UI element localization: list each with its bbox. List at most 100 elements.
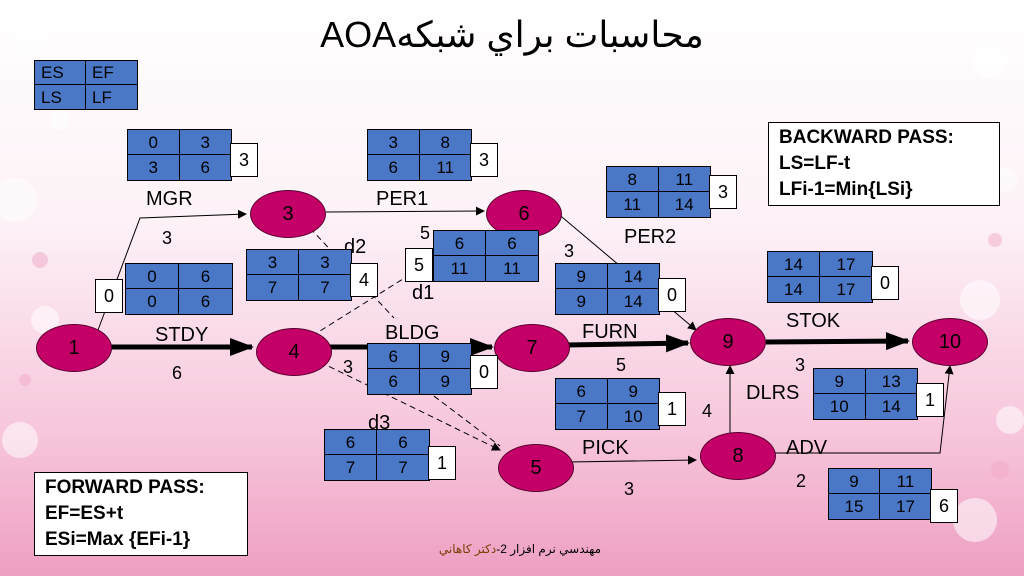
slack-dlrs: 1	[916, 383, 944, 417]
slack-stdy: 0	[95, 279, 123, 313]
duration-mgr: 3	[162, 228, 173, 248]
page-title: محاسبات براي شبكهAOA	[320, 14, 704, 55]
ls-furn: 9	[556, 289, 608, 314]
duration-stok: 3	[795, 355, 806, 375]
es-d3: 6	[325, 430, 377, 455]
slack-adv: 6	[930, 489, 958, 523]
backward-pass-rule-1: LS=LF-t	[779, 153, 851, 174]
node-10: 10	[912, 318, 988, 366]
lf-per1: 11	[436, 158, 455, 177]
edge-bldg-pick	[409, 377, 501, 447]
lf-d2: 7	[320, 278, 330, 297]
ls-dlrs: 10	[814, 394, 866, 419]
slack-per2: 3	[709, 175, 737, 209]
duration-stdy: 6	[172, 363, 183, 383]
lf-furn: 14	[623, 292, 643, 311]
es-per2: 8	[607, 167, 659, 192]
ls-stdy: 0	[126, 289, 179, 314]
forward-pass-note: FORWARD PASS: EF=ES+t ESi=Max {EFi-1}	[34, 472, 248, 556]
footer-course: مهندسي نرم افزار 2-	[496, 542, 602, 556]
ef-pick: 9	[607, 379, 659, 404]
label-d1: d1	[412, 282, 435, 304]
es-dlrs: 9	[814, 369, 866, 394]
duration-per1: 5	[420, 223, 431, 243]
lf-stok: 17	[836, 280, 856, 299]
ls-pick: 7	[556, 404, 608, 429]
label-stdy: STDY	[155, 324, 209, 346]
node-7: 7	[494, 324, 570, 372]
ls-d3: 7	[325, 455, 377, 480]
node-3: 3	[250, 190, 326, 238]
duration-furn: 5	[616, 355, 627, 375]
label-furn: FURN	[582, 321, 638, 343]
lf-pick: 10	[623, 407, 643, 426]
es-adv: 9	[829, 469, 880, 494]
ls-per2: 11	[607, 192, 659, 217]
edge-adv	[764, 365, 954, 454]
ef-mgr: 3	[179, 130, 231, 155]
es-furn: 9	[556, 264, 608, 289]
slack-d3: 1	[428, 446, 456, 480]
lf-d3: 7	[398, 458, 408, 477]
label-dlrs: DLRS	[746, 382, 800, 404]
slack-pick: 1	[658, 392, 686, 426]
ls-adv: 15	[829, 494, 880, 519]
lf-d1: 11	[503, 259, 521, 278]
lf-stdy: 6	[200, 292, 211, 311]
node-9: 9	[690, 318, 766, 366]
ef-furn: 14	[607, 264, 659, 289]
legend-es: ES	[35, 61, 86, 85]
legend-ls: LS	[35, 85, 86, 109]
es-d1: 6	[434, 231, 486, 256]
node-1: 1	[36, 324, 112, 372]
duration-dlrs: 4	[702, 401, 713, 421]
node-5: 5	[498, 444, 574, 492]
node-4: 4	[256, 328, 332, 376]
ef-d2: 3	[299, 250, 351, 275]
ef-dlrs: 13	[865, 369, 917, 394]
ls-mgr: 3	[128, 155, 180, 180]
ls-bldg: 6	[368, 369, 420, 394]
duration-bldg: 3	[343, 357, 354, 377]
lf-dlrs: 14	[881, 397, 901, 416]
lf-mgr: 6	[200, 158, 210, 177]
ls-d2: 7	[247, 275, 299, 300]
ef-per1: 8	[419, 130, 471, 155]
edge-d3	[319, 361, 501, 451]
ef-stok: 17	[820, 252, 872, 277]
footer-text: مهندسي نرم افزار 2-دكتر كاهاني	[0, 542, 1024, 556]
es-d2: 3	[247, 250, 299, 275]
lf-adv: 17	[896, 497, 915, 516]
edge-per1	[325, 206, 485, 216]
node-8: 8	[700, 432, 776, 480]
slack-per1: 3	[470, 143, 498, 177]
es-pick: 6	[556, 379, 608, 404]
backward-pass-heading: BACKWARD PASS:	[779, 127, 954, 148]
ls-stok: 14	[768, 277, 820, 302]
label-adv: ADV	[786, 437, 828, 459]
ef-per2: 11	[658, 167, 710, 192]
ef-bldg: 9	[419, 344, 471, 369]
es-bldg: 6	[368, 344, 420, 369]
forward-pass-heading: FORWARD PASS:	[45, 477, 205, 498]
ls-per1: 6	[368, 155, 420, 180]
backward-pass-rule-2: LFi-1=Min{LSi}	[779, 179, 913, 200]
es-mgr: 0	[128, 130, 180, 155]
label-per2: PER2	[624, 226, 677, 248]
es-stok: 14	[768, 252, 820, 277]
label-stok: STOK	[786, 310, 841, 332]
edge-pick	[567, 455, 697, 465]
forward-pass-rule-1: EF=ES+t	[45, 503, 124, 524]
es-per1: 3	[368, 130, 420, 155]
legend-ef: EF	[86, 61, 137, 85]
slack-d2: 4	[350, 263, 378, 297]
lf-bldg: 9	[440, 372, 450, 391]
